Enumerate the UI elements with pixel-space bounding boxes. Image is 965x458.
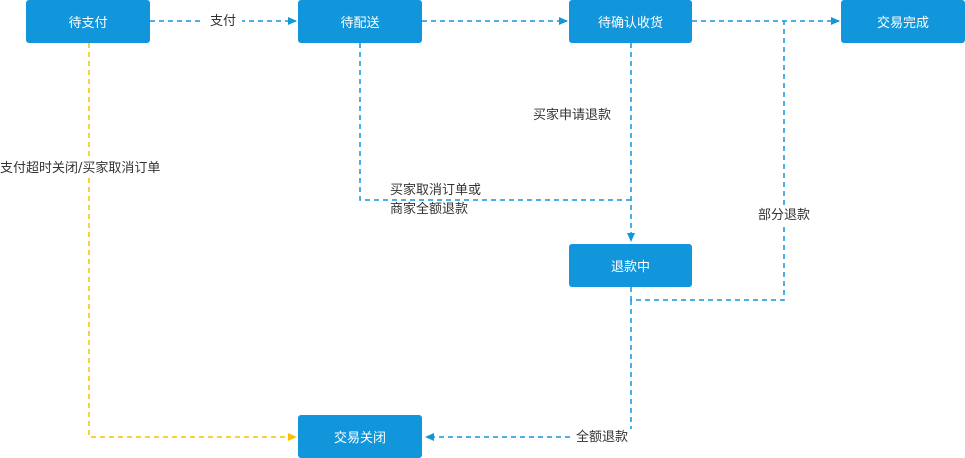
node-trade-complete: 交易完成 [841,0,965,43]
label-cancel-line1: 买家取消订单或 [386,182,486,199]
edge-cancel-or-full-refund [359,43,631,201]
label-full-refund: 全额退款 [572,429,633,446]
node-pending-payment: 待支付 [26,0,150,43]
node-trade-closed: 交易关闭 [298,415,422,458]
node-pending-delivery: 待配送 [298,0,422,43]
label-partial-refund: 部分退款 [756,207,813,224]
label-cancel-line2: 商家全额退款 [386,201,473,218]
edge-full-refund [425,300,632,441]
label-pay: 支付 [204,13,243,30]
label-buyer-refund-request: 买家申请退款 [531,107,614,124]
node-refunding: 退款中 [569,244,692,287]
label-timeout-or-cancel: 支付超时关闭/买家取消订单 [0,160,161,177]
edge-timeout-close [88,43,297,441]
node-pending-receipt: 待确认收货 [569,0,692,43]
